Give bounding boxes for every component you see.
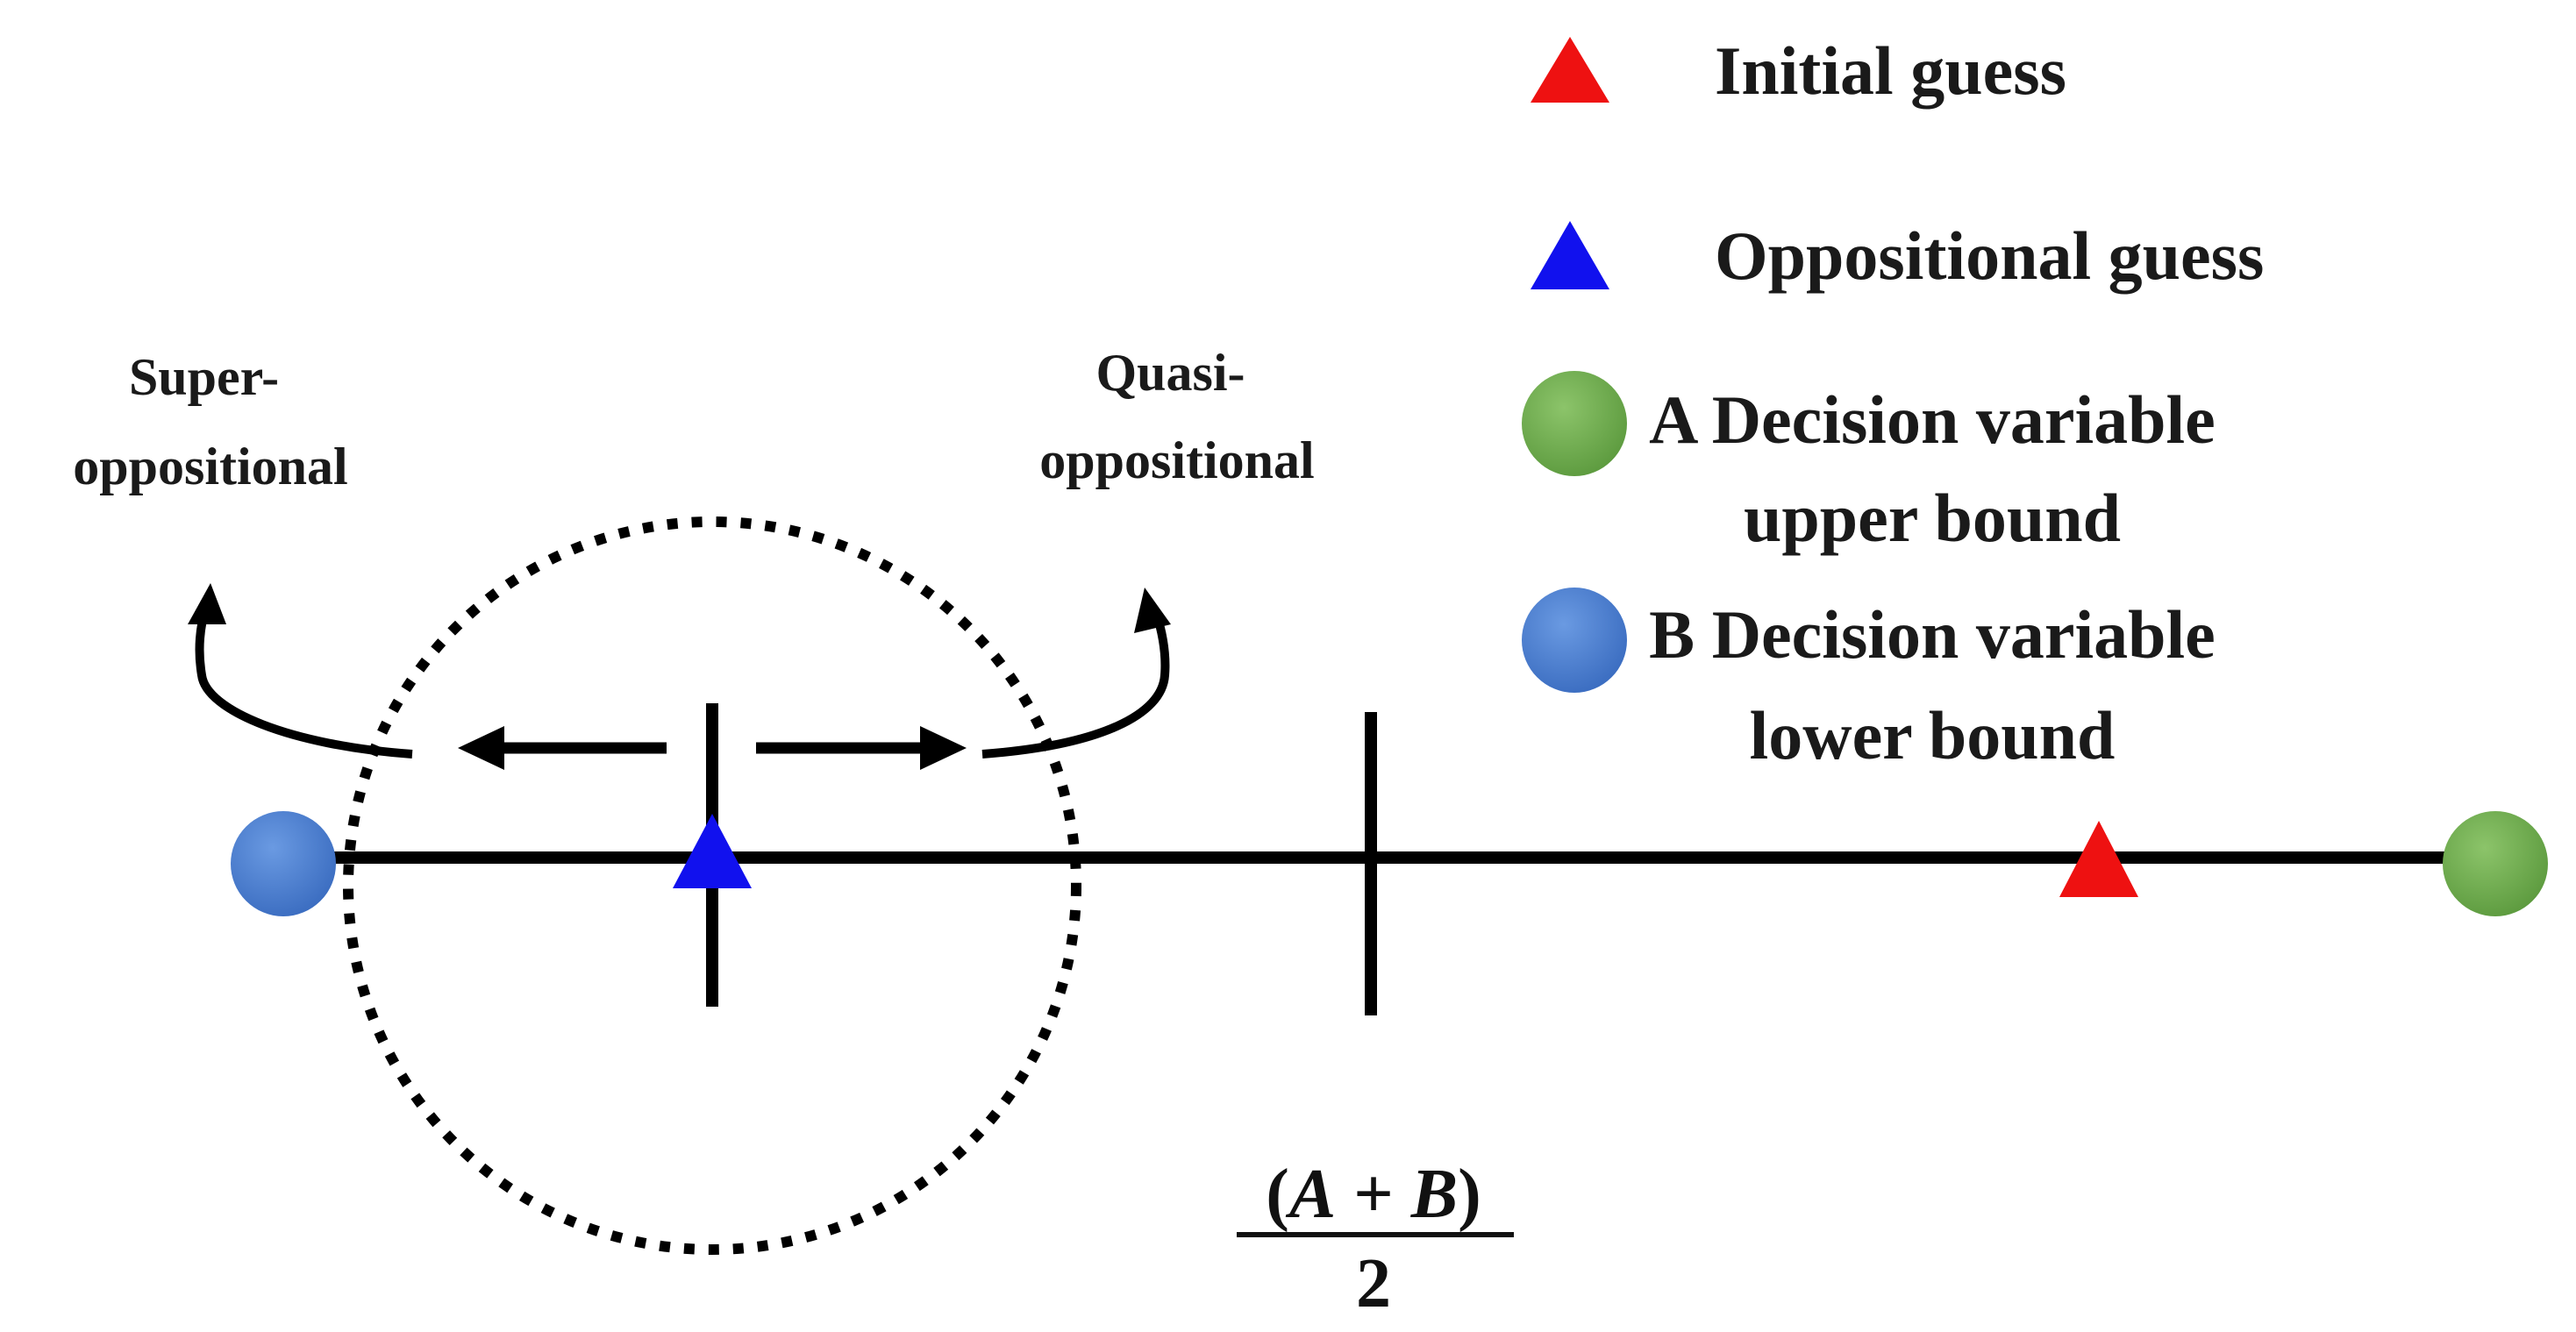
blue-triangle-icon xyxy=(1531,221,1609,289)
formula-a: A xyxy=(1285,1156,1336,1233)
quasi-label-line2: oppositional xyxy=(1039,431,1314,489)
left-arrow-head xyxy=(458,726,504,770)
super-curve-arrow-head xyxy=(188,583,226,624)
legend-upper-bound-line2: upper bound xyxy=(1744,480,2121,556)
upper-bound-marker xyxy=(2443,811,2548,916)
formula-close-paren: ) xyxy=(1458,1156,1481,1233)
formula-plus: + xyxy=(1336,1156,1411,1233)
midpoint-formula: (A + B) 2 xyxy=(1237,1156,1514,1322)
formula-numerator: (A + B) xyxy=(1266,1156,1481,1233)
quasi-label-line1: Quasi- xyxy=(1095,344,1245,402)
formula-denominator: 2 xyxy=(1356,1245,1391,1322)
neighborhood-circle xyxy=(343,516,1081,1255)
legend-upper-bound-line1: A Decision variable xyxy=(1649,381,2216,458)
quasi-curve-arrow xyxy=(981,610,1170,759)
red-triangle-icon xyxy=(1531,37,1609,103)
quasi-curve-arrow-head xyxy=(1134,588,1171,633)
super-curve-arrow xyxy=(195,603,413,759)
formula-b: B xyxy=(1410,1156,1458,1233)
super-label-line2: oppositional xyxy=(73,438,347,495)
legend-lower-bound-line1: B Decision variable xyxy=(1649,596,2216,673)
green-circle-icon xyxy=(1522,371,1627,476)
oppositional-guess-marker xyxy=(673,814,752,888)
right-arrow-head xyxy=(920,726,967,770)
lower-bound-marker xyxy=(231,811,336,916)
legend-oppositional-guess: Oppositional guess xyxy=(1715,217,2264,294)
super-label-line1: Super- xyxy=(129,348,279,406)
legend-lower-bound-line2: lower bound xyxy=(1750,697,2116,773)
formula-open-paren: ( xyxy=(1266,1156,1289,1233)
blue-circle-icon xyxy=(1522,588,1627,693)
initial-guess-marker xyxy=(2059,821,2138,897)
super-oppositional-label: Super- oppositional xyxy=(73,348,347,495)
legend: Initial guess Oppositional guess A Decis… xyxy=(1522,32,2264,773)
quasi-oppositional-label: Quasi- oppositional xyxy=(1039,344,1314,489)
legend-initial-guess: Initial guess xyxy=(1715,32,2066,109)
